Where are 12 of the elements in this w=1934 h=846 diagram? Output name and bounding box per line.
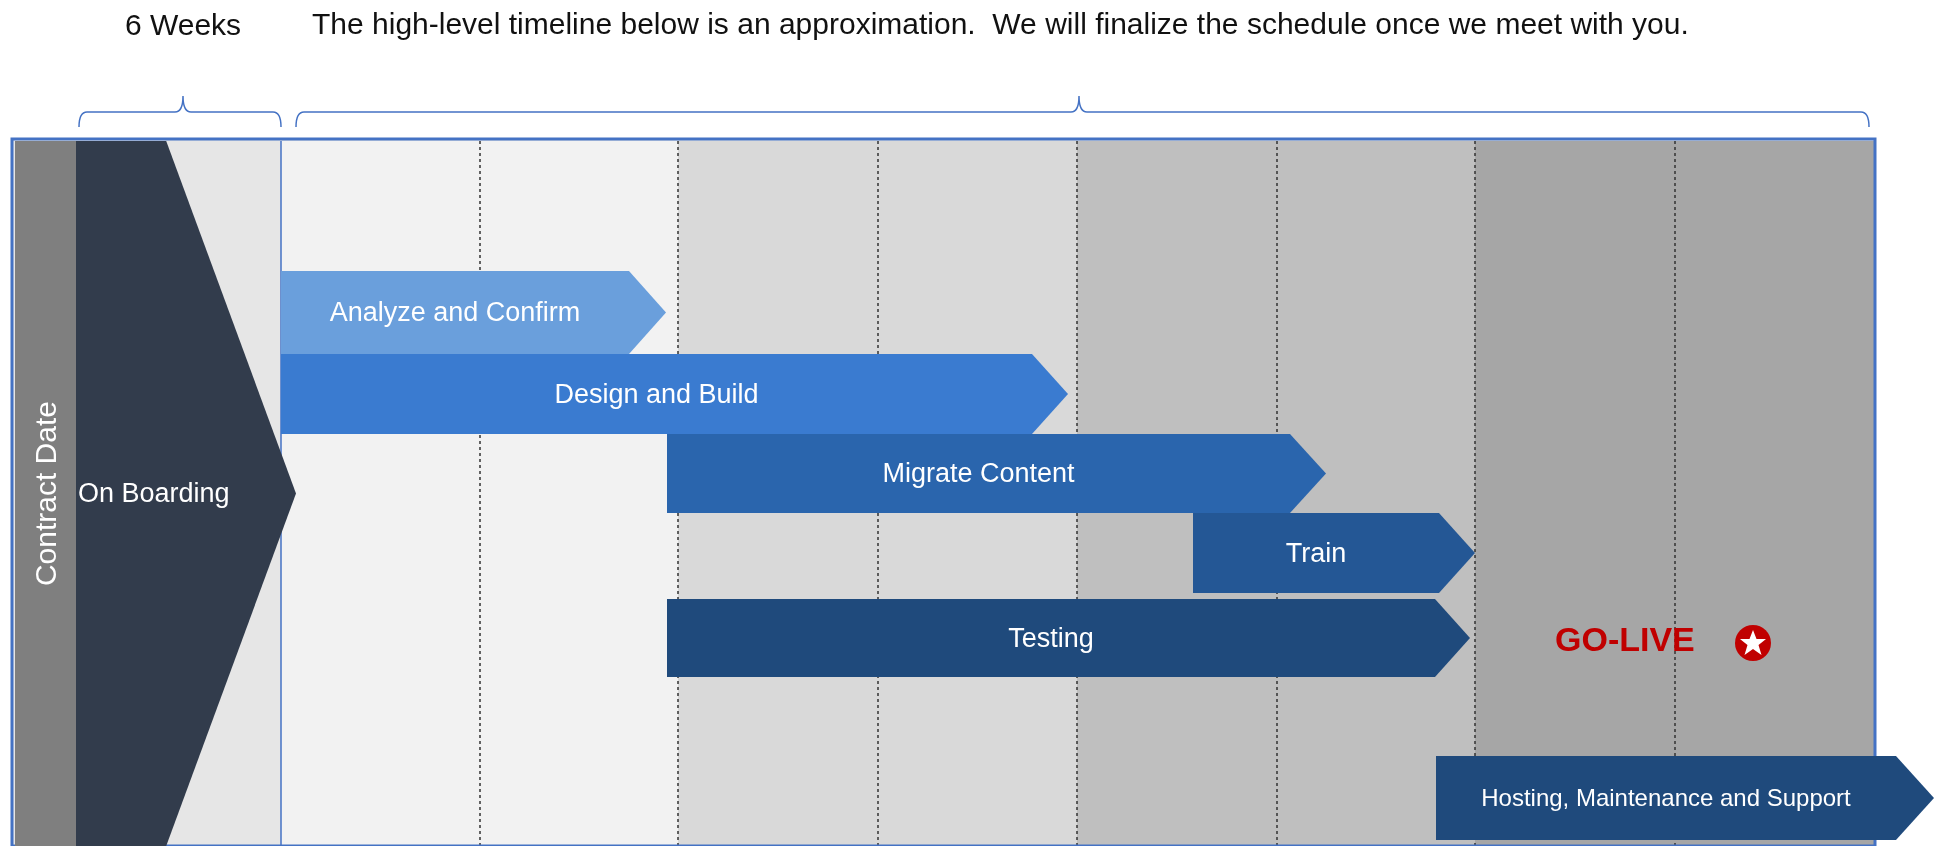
phase-label: On Boarding	[78, 478, 230, 509]
gantt-task-bar: Train	[1193, 513, 1475, 593]
band-label: Contract Date	[28, 400, 63, 587]
note-text: The high-level timeline below is an approximation. We will finalize the schedule once we meet with you.	[312, 6, 1690, 42]
vertical-band	[15, 141, 76, 846]
gantt-task-bar: Analyze and Confirm	[281, 271, 666, 354]
gantt-task-bar: Design and Build	[281, 354, 1068, 434]
milestone-label: GO-LIVE	[1555, 620, 1695, 659]
gantt-task-bar: Hosting, Maintenance and Support	[1436, 756, 1934, 840]
duration-label: 6 Weeks	[123, 8, 243, 42]
gantt-task-bar: Testing	[667, 599, 1470, 677]
gantt-task-bar: Migrate Content	[667, 434, 1326, 513]
